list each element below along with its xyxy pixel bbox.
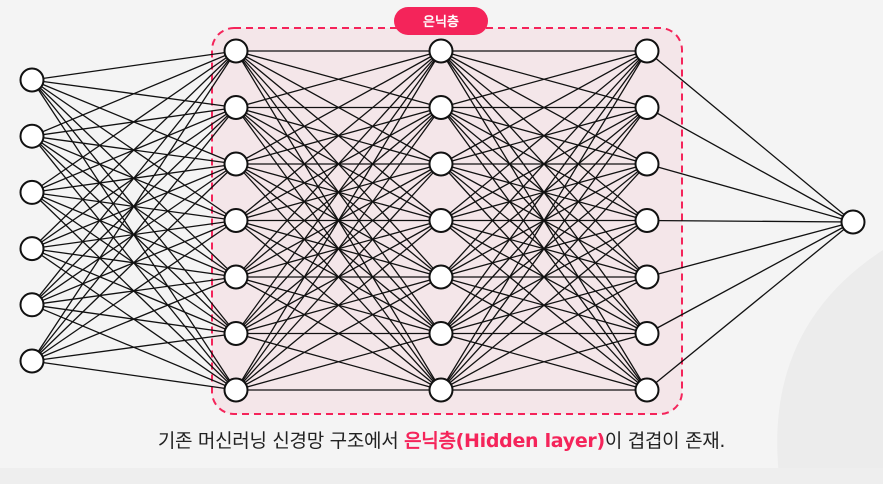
connection-l3-1-0	[646, 106, 854, 223]
connection-l2-6-2	[440, 163, 648, 391]
connection-l1-6-5	[235, 332, 442, 391]
connection-l0-5-1	[31, 107, 237, 362]
connection-l1-6-0	[235, 50, 442, 391]
connection-l0-5-5	[31, 332, 237, 362]
neuron-layer0-2	[19, 179, 45, 205]
connection-l1-6-3	[235, 219, 442, 391]
connection-l0-3-0	[31, 50, 237, 250]
neuron-layer1-2	[223, 151, 249, 177]
connection-l3-2-0	[646, 163, 854, 223]
connection-l2-4-0	[440, 50, 648, 278]
neuron-layer3-4	[634, 264, 660, 290]
connection-l0-2-0	[31, 50, 237, 193]
neuron-layer0-5	[19, 348, 45, 374]
connection-l0-5-2	[31, 163, 237, 362]
neuron-layer1-6	[223, 377, 249, 403]
connection-l0-1-0	[31, 50, 237, 137]
connection-l0-5-4	[31, 276, 237, 362]
connection-l1-6-4	[235, 276, 442, 391]
connection-l1-5-0	[235, 50, 442, 334]
neuron-layer0-0	[19, 67, 45, 93]
hidden-layer-badge-label: 은닉층	[423, 14, 459, 30]
connection-l0-4-0	[31, 50, 237, 306]
connection-l3-4-0	[646, 221, 854, 278]
neurons	[19, 38, 866, 403]
neuron-layer1-4	[223, 264, 249, 290]
neuron-layer2-6	[428, 377, 454, 403]
neuron-layer3-0	[634, 38, 660, 64]
connection-l2-3-0	[440, 50, 648, 222]
connection-l2-6-1	[440, 107, 648, 391]
connection-l2-5-0	[440, 50, 648, 334]
neuron-layer3-6	[634, 377, 660, 403]
connection-l2-2-0	[440, 50, 648, 165]
connection-l2-6-3	[440, 219, 648, 391]
caption-highlight: 은닉층(Hidden layer)	[404, 430, 605, 452]
connection-l0-0-0	[31, 50, 237, 81]
neuron-layer0-4	[19, 292, 45, 318]
neuron-layer3-5	[634, 321, 660, 346]
neuron-layer0-1	[19, 123, 45, 149]
neuron-layer0-3	[19, 236, 45, 262]
neuron-layer3-1	[634, 95, 660, 120]
connection-l3-0-0	[646, 50, 854, 223]
connection-l3-5-0	[646, 221, 854, 335]
neuron-layer1-0	[223, 38, 249, 64]
connections	[31, 50, 854, 391]
neuron-layer1-1	[223, 95, 249, 120]
connection-l1-4-0	[235, 50, 442, 278]
neuron-layer2-5	[428, 321, 454, 346]
connection-l3-3-0	[646, 219, 854, 223]
connection-l0-5-6	[31, 360, 237, 391]
background-sweep	[777, 250, 883, 484]
connection-l2-6-0	[440, 50, 648, 391]
connection-l1-6-2	[235, 163, 442, 391]
connection-l2-6-5	[440, 332, 648, 391]
neuron-layer2-0	[428, 38, 454, 64]
neuron-layer2-4	[428, 264, 454, 290]
connection-l1-3-0	[235, 50, 442, 222]
bottom-strip	[0, 468, 883, 484]
neuron-layer4-0	[840, 209, 866, 235]
connection-l3-6-0	[646, 221, 854, 391]
neuron-layer2-3	[428, 208, 454, 233]
connection-l2-1-0	[440, 50, 648, 109]
neuron-layer2-2	[428, 151, 454, 177]
hidden-layer-badge: 은닉층	[394, 7, 488, 35]
connection-l0-5-0	[31, 50, 237, 362]
caption-text-after: 이 겹겹이 존재.	[604, 430, 726, 452]
neuron-layer3-3	[634, 208, 660, 233]
caption: 기존 머신러닝 신경망 구조에서 은닉층(Hidden layer)이 겹겹이 …	[0, 426, 883, 453]
neuron-layer1-3	[223, 208, 249, 233]
background-decoration	[777, 250, 883, 484]
connection-l1-2-0	[235, 50, 442, 165]
connection-l0-5-3	[31, 219, 237, 362]
connection-l1-1-0	[235, 50, 442, 109]
neuron-layer1-5	[223, 321, 249, 346]
neuron-layer2-1	[428, 95, 454, 120]
caption-text-before: 기존 머신러닝 신경망 구조에서	[157, 430, 405, 452]
neuron-layer3-2	[634, 151, 660, 177]
connection-l2-6-4	[440, 276, 648, 391]
connection-l1-6-1	[235, 107, 442, 391]
